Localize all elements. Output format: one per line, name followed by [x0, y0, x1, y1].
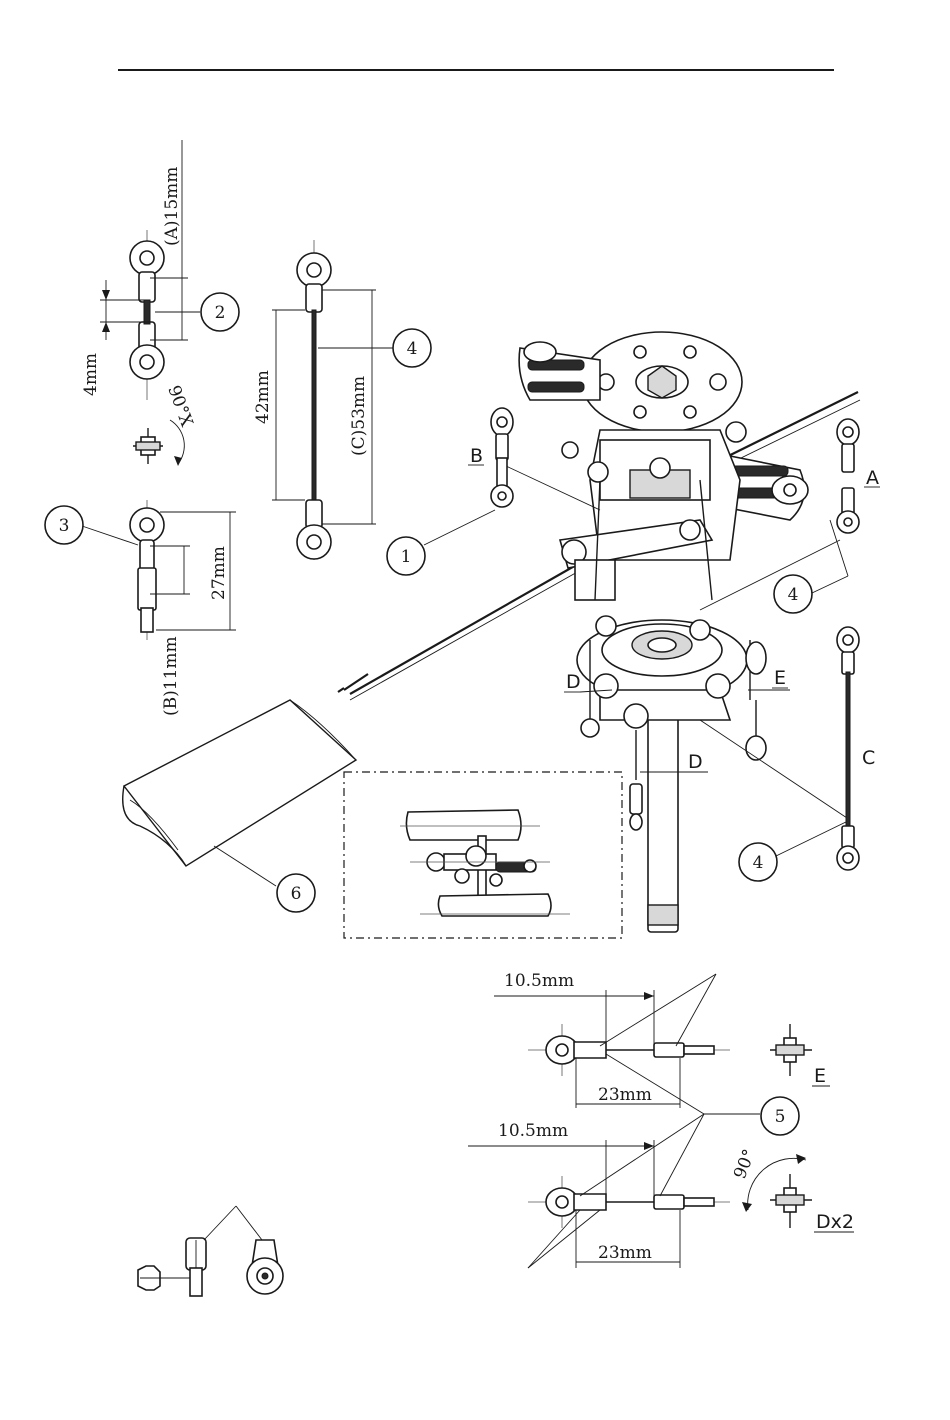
- small-parts-drawing: [138, 1206, 283, 1296]
- link5-top-length-label: 23mm: [598, 1085, 652, 1105]
- callout-1: 1: [387, 537, 425, 575]
- callout-2: 2: [201, 293, 239, 331]
- link-C-part: [837, 627, 859, 870]
- link3-total-label: 27mm: [209, 546, 229, 600]
- svg-text:4: 4: [407, 339, 418, 359]
- rotation-symbol-E: [770, 1024, 812, 1076]
- link2-gap-label: 4mm: [81, 353, 101, 396]
- link2-rotate-label: 90°X: [163, 383, 197, 430]
- link3-inner-label: (B)11mm: [161, 636, 181, 716]
- link2-length-label: (A)15mm: [162, 167, 182, 246]
- letter-E-bottom: E: [814, 1065, 826, 1087]
- detail-inset: [344, 772, 622, 938]
- link4-inner-label: 42mm: [253, 370, 273, 424]
- svg-text:1: 1: [401, 547, 412, 567]
- link4-outer-label: (C)53mm: [349, 376, 369, 456]
- letter-D-center: D: [688, 751, 703, 773]
- svg-text:4: 4: [788, 585, 799, 605]
- rotor-head-assembly: [338, 332, 860, 932]
- wrap-sheet-drawing: [123, 700, 356, 886]
- callout-4-bottom: 4: [739, 843, 777, 881]
- callout-3: 3: [45, 506, 83, 544]
- svg-text:6: 6: [291, 884, 302, 904]
- svg-text:3: 3: [59, 516, 70, 536]
- link5-bot-length-label: 23mm: [598, 1243, 652, 1263]
- callout-6: 6: [277, 874, 315, 912]
- link-A-part: [837, 419, 859, 533]
- link5-bot-offset-label: 10.5mm: [498, 1121, 568, 1141]
- svg-text:5: 5: [775, 1107, 786, 1127]
- callout-4-top: 4: [393, 329, 431, 367]
- link-B-part: [491, 408, 513, 507]
- letter-A: A: [866, 467, 879, 489]
- letter-C: C: [862, 747, 875, 769]
- callout-5: 5: [761, 1097, 799, 1135]
- callout-4-right: 4: [774, 575, 812, 613]
- letter-B: B: [470, 445, 483, 467]
- letter-Dx2: Dx2: [816, 1211, 854, 1233]
- svg-text:2: 2: [215, 303, 226, 323]
- svg-text:4: 4: [753, 853, 764, 873]
- link-4-drawing: [272, 240, 394, 560]
- letter-D-left: D: [566, 671, 581, 693]
- link5-rotate-label: 90°: [730, 1146, 760, 1181]
- link5-top-offset-label: 10.5mm: [504, 971, 574, 991]
- letter-E: E: [774, 667, 786, 689]
